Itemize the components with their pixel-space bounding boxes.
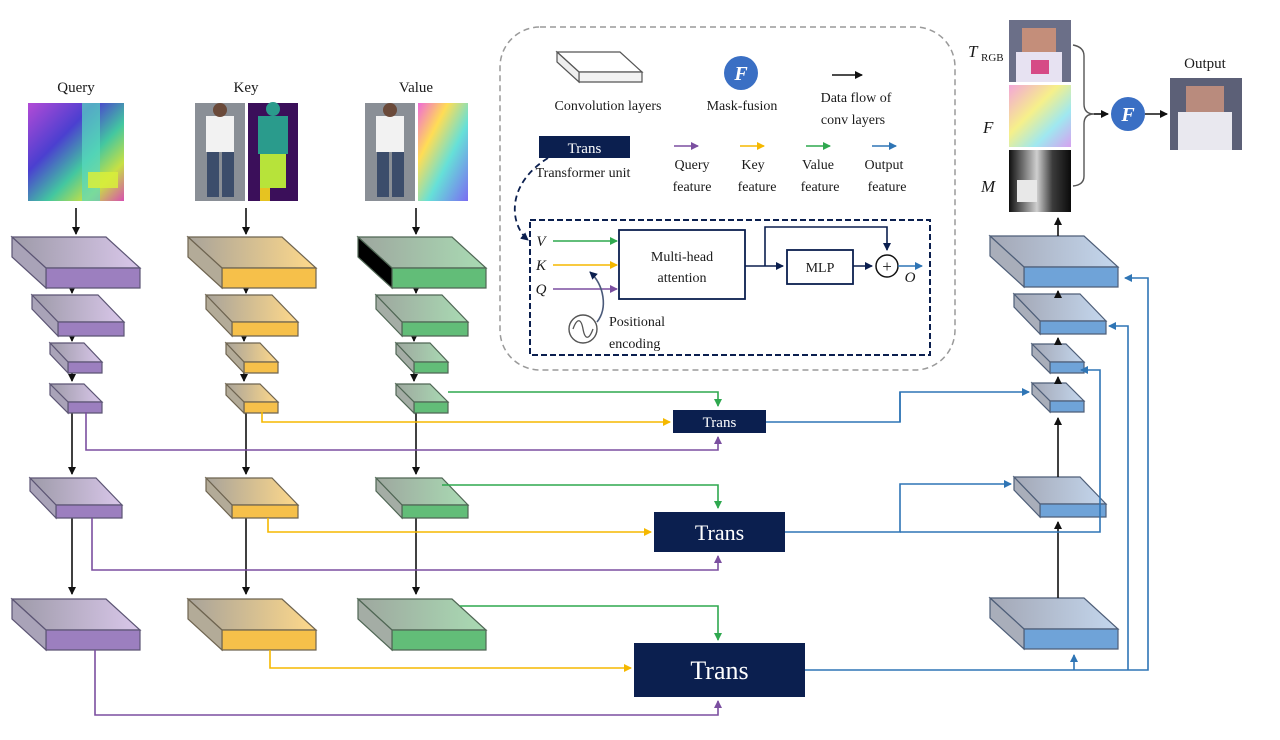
value-conv-layer xyxy=(374,476,470,520)
legend-conv-slab-icon xyxy=(555,50,644,84)
trans-block-medium xyxy=(654,512,785,552)
query-conv-layer xyxy=(10,597,142,652)
value-conv-layer xyxy=(356,597,488,652)
value-input-photo xyxy=(365,103,415,201)
query-conv-layer xyxy=(28,476,124,520)
mlp-label: MLP xyxy=(806,261,835,276)
legend-key-feature-line1: Key xyxy=(741,158,764,173)
legend-panel xyxy=(499,26,956,371)
decoder-conv-layer xyxy=(1030,381,1086,414)
value-conv-layer xyxy=(394,341,450,375)
output-label: Output xyxy=(1184,56,1227,72)
mha-label-line2: attention xyxy=(658,271,707,286)
trans-block-large xyxy=(634,643,805,697)
decoder-conv-layer xyxy=(988,596,1120,651)
t-rgb-image xyxy=(1009,20,1071,82)
positional-encoding-line1: Positional xyxy=(609,315,665,330)
key-conv-layer xyxy=(204,476,300,520)
transformer-detail-box xyxy=(529,219,931,356)
key-conv-slabs xyxy=(186,235,318,652)
key-input-photo xyxy=(195,103,245,201)
detail-o-label: O xyxy=(905,270,916,286)
fusion-node xyxy=(1111,97,1145,131)
mha-label-line1: Multi-head xyxy=(651,250,713,265)
legend-query-feature-line1: Query xyxy=(675,158,710,173)
trans-level3-connections xyxy=(94,274,1149,716)
query-conv-layer xyxy=(48,382,104,415)
value-conv-layer xyxy=(374,293,470,338)
t-rgb-subscript: RGB xyxy=(981,52,1004,64)
trans-block-small-label: Trans xyxy=(703,415,737,431)
legend-output-feature-line1: Output xyxy=(865,158,904,173)
trans-block-small xyxy=(673,410,766,433)
legend-conv-layers-label: Convolution layers xyxy=(555,99,662,114)
mask-image xyxy=(1009,150,1071,212)
decoder-conv-layer xyxy=(1012,292,1108,336)
flow-image xyxy=(1009,85,1071,147)
value-column-label: Value xyxy=(399,80,433,96)
value-conv-layer xyxy=(356,235,488,290)
multi-head-attention-box xyxy=(618,229,746,300)
mlp-box xyxy=(786,249,854,285)
m-label: M xyxy=(980,177,996,196)
legend-value-feature-line1: Value xyxy=(802,158,834,173)
key-conv-layer xyxy=(204,293,300,338)
decoder-conv-layer xyxy=(1030,342,1086,375)
residual-connection xyxy=(764,226,891,266)
legend-output-feature-line2: feature xyxy=(868,180,907,195)
f-label: F xyxy=(982,118,994,137)
legend-trans-detail-link xyxy=(513,157,549,241)
trans-block-large-label: Trans xyxy=(690,656,748,685)
detail-q-label: Q xyxy=(536,282,547,298)
decoder-conv-slabs xyxy=(988,234,1120,651)
value-coordinate-map-image xyxy=(418,103,468,201)
positional-encoding-arrow xyxy=(589,271,605,323)
query-conv-layer xyxy=(10,235,142,290)
t-rgb-label: T xyxy=(968,42,979,61)
value-conv-slabs xyxy=(356,235,488,652)
detail-k-label: K xyxy=(535,258,547,274)
trans-block-medium-label: Trans xyxy=(695,520,744,545)
trans-level2-connections xyxy=(91,366,1101,571)
fusion-node-symbol: F xyxy=(1120,104,1135,126)
decoder-conv-layer xyxy=(1012,475,1108,519)
detail-v-label: V xyxy=(536,234,547,250)
query-column-label: Query xyxy=(57,80,95,96)
legend-data-flow-line1: Data flow of xyxy=(821,91,892,106)
legend-mask-fusion-icon xyxy=(724,56,758,90)
add-node-symbol: + xyxy=(882,257,892,276)
query-input-image xyxy=(28,103,124,201)
output-image xyxy=(1170,78,1242,150)
positional-encoding-line2: encoding xyxy=(609,337,660,352)
legend-key-feature-line2: feature xyxy=(738,180,777,195)
key-conv-layer xyxy=(186,235,318,290)
key-conv-layer xyxy=(186,597,318,652)
legend-mask-fusion-label: Mask-fusion xyxy=(707,99,778,114)
trans-level1-connections xyxy=(85,388,1030,451)
legend-mask-fusion-symbol: F xyxy=(733,63,748,85)
key-conv-layer xyxy=(224,382,280,415)
query-conv-layer xyxy=(30,293,126,338)
legend-trans-box-label: Trans xyxy=(568,141,602,157)
legend-data-flow-line2: conv layers xyxy=(821,113,885,128)
key-conv-layer xyxy=(224,341,280,375)
key-column-label: Key xyxy=(234,80,259,96)
query-conv-slabs xyxy=(10,235,142,652)
value-conv-layer xyxy=(394,382,450,415)
sine-wave-icon xyxy=(572,320,594,338)
legend-transformer-unit-label: Transformer unit xyxy=(536,166,631,181)
legend-query-feature-line2: feature xyxy=(673,180,712,195)
query-conv-layer xyxy=(48,341,104,375)
legend-value-feature-line2: feature xyxy=(801,180,840,195)
key-segmentation-image xyxy=(248,102,298,201)
decoder-conv-layer xyxy=(988,234,1120,289)
legend-trans-box xyxy=(539,136,630,158)
inputs-brace xyxy=(1072,44,1095,187)
